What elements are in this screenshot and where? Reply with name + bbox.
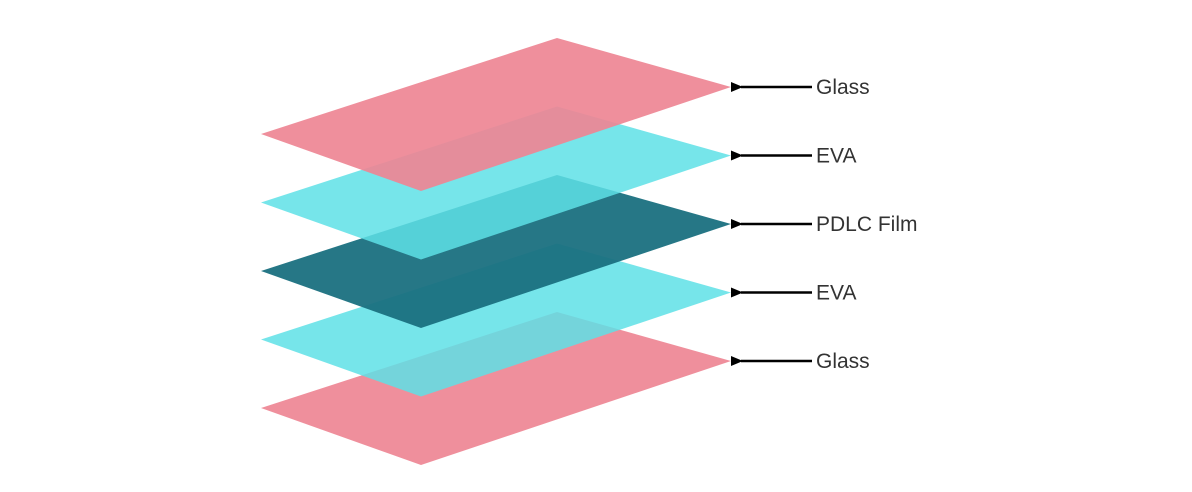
pdlc-film-label: PDLC Film xyxy=(816,213,918,236)
layer-stack xyxy=(261,38,731,465)
pdlc-film-layer xyxy=(261,175,731,328)
glass-bottom-label: Glass xyxy=(816,350,870,373)
glass-bottom-layer xyxy=(261,312,731,465)
eva-lower-layer xyxy=(261,243,731,397)
eva-upper-label: EVA xyxy=(816,145,856,168)
glass-top-layer xyxy=(261,38,731,191)
eva-lower-label: EVA xyxy=(816,282,856,305)
glass-top-label: Glass xyxy=(816,76,870,99)
eva-upper-layer xyxy=(261,106,731,260)
